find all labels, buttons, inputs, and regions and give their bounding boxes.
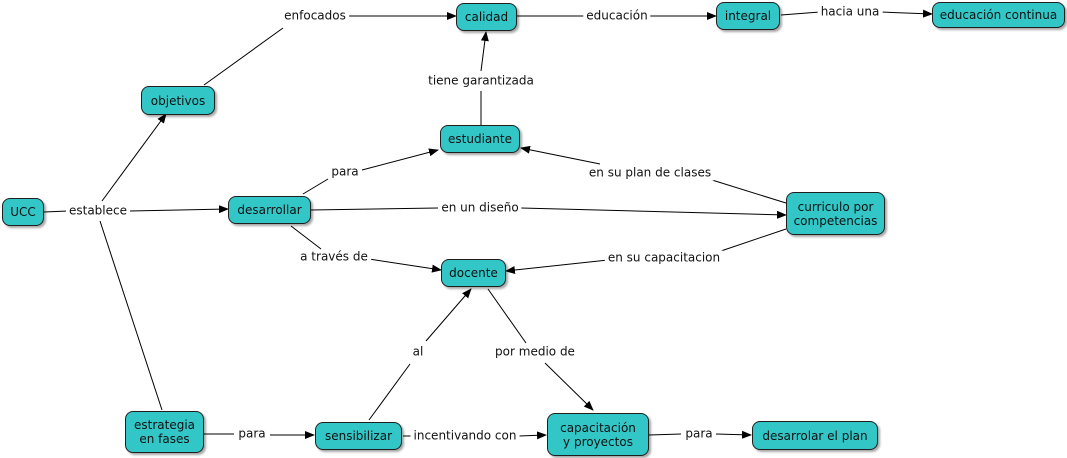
edge-capacitacion-docente	[505, 259, 609, 275]
node-objetivos[interactable]: objetivos	[141, 86, 215, 115]
link-label-tiene-garantizada: tiene garantizada	[425, 73, 537, 89]
edge-curriculo-plan	[711, 179, 787, 204]
link-label-para-estudiante: para	[328, 164, 362, 180]
node-educacion-continua[interactable]: educación continua	[932, 2, 1065, 28]
link-label-en-su-capacitacion: en su capacitacion	[604, 250, 724, 266]
edge-establece-estrategia	[99, 220, 163, 411]
edge-curriculo-capacitacion	[717, 228, 787, 253]
edge-plan-estudiante	[520, 145, 601, 165]
node-ucc[interactable]: UCC	[2, 198, 44, 226]
node-estrategia[interactable]: estrategia en fases	[125, 411, 204, 453]
edge-desarrollar-diseno	[310, 207, 439, 211]
node-desarrollar[interactable]: desarrollar	[228, 196, 311, 224]
edge-atraves-docente	[368, 258, 442, 273]
link-label-hacia-una: hacia una	[817, 4, 883, 20]
link-label-enfocados: enfocados	[281, 8, 349, 24]
link-label-en-su-plan: en su plan de clases	[585, 165, 715, 181]
link-label-a-traves-de: a través de	[297, 249, 371, 265]
edge-integral-hacia	[780, 11, 821, 16]
edge-sensibilizar-al	[368, 363, 411, 421]
node-capacitacion[interactable]: capacitación y proyectos	[547, 413, 649, 456]
edge-ucc-establece	[43, 210, 69, 213]
edge-establece-objetivos	[101, 113, 167, 202]
link-label-por-medio-de: por medio de	[492, 344, 578, 360]
edge-diseno-curriculo	[520, 207, 787, 219]
edge-desarrollar-para	[302, 178, 329, 195]
link-label-establece: establece	[65, 203, 131, 219]
edge-al-docente	[425, 288, 472, 342]
edge-docente-pormedio	[487, 288, 527, 344]
edge-incentivando-capacitacion	[518, 431, 547, 440]
node-estudiante[interactable]: estudiante	[440, 125, 520, 153]
node-desarrolar-plan[interactable]: desarrolar el plan	[752, 421, 878, 450]
link-label-para-sensibilizar: para	[235, 426, 269, 442]
edge-capacitacion-para	[648, 433, 682, 436]
edge-para-estudiante	[361, 148, 439, 171]
link-label-al: al	[409, 344, 427, 360]
edge-objetivos-enfocados	[203, 27, 284, 86]
link-label-para-plan: para	[682, 426, 716, 442]
node-docente[interactable]: docente	[441, 259, 506, 287]
edge-hacia-continua	[880, 9, 933, 18]
link-label-en-un-diseno: en un diseño	[438, 200, 522, 216]
link-label-incentivando-con: incentivando con	[410, 428, 520, 444]
edge-pormedio-capacitacion	[544, 362, 594, 411]
node-curriculo[interactable]: curriculo por competencias	[786, 192, 885, 235]
edge-tiene-calidad	[480, 31, 489, 72]
edge-desarrollar-atraves	[290, 225, 322, 250]
node-integral[interactable]: integral	[716, 2, 780, 30]
node-calidad[interactable]: calidad	[456, 3, 517, 31]
node-sensibilizar[interactable]: sensibilizar	[315, 422, 402, 450]
edge-establece-desarrollar	[129, 205, 229, 214]
link-label-educacion: educación	[583, 8, 651, 24]
edge-para-plan	[715, 430, 752, 439]
